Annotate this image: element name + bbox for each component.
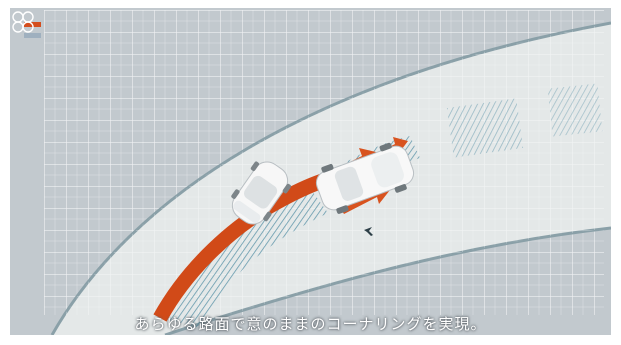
- car-rear: [231, 161, 292, 225]
- legend-item: [24, 30, 47, 41]
- cornering-illustration: [10, 8, 611, 335]
- brand-logo-icon: [12, 11, 34, 33]
- car-front: [315, 142, 415, 214]
- subtitle-caption: あらゆる路面で意のままのコーナリングを実現。: [134, 315, 487, 333]
- animation-stage: あらゆる路面で意のままのコーナリングを実現。: [10, 8, 611, 335]
- legend-swatch-blue: [24, 33, 41, 38]
- arrow-cursor-icon: [364, 227, 373, 236]
